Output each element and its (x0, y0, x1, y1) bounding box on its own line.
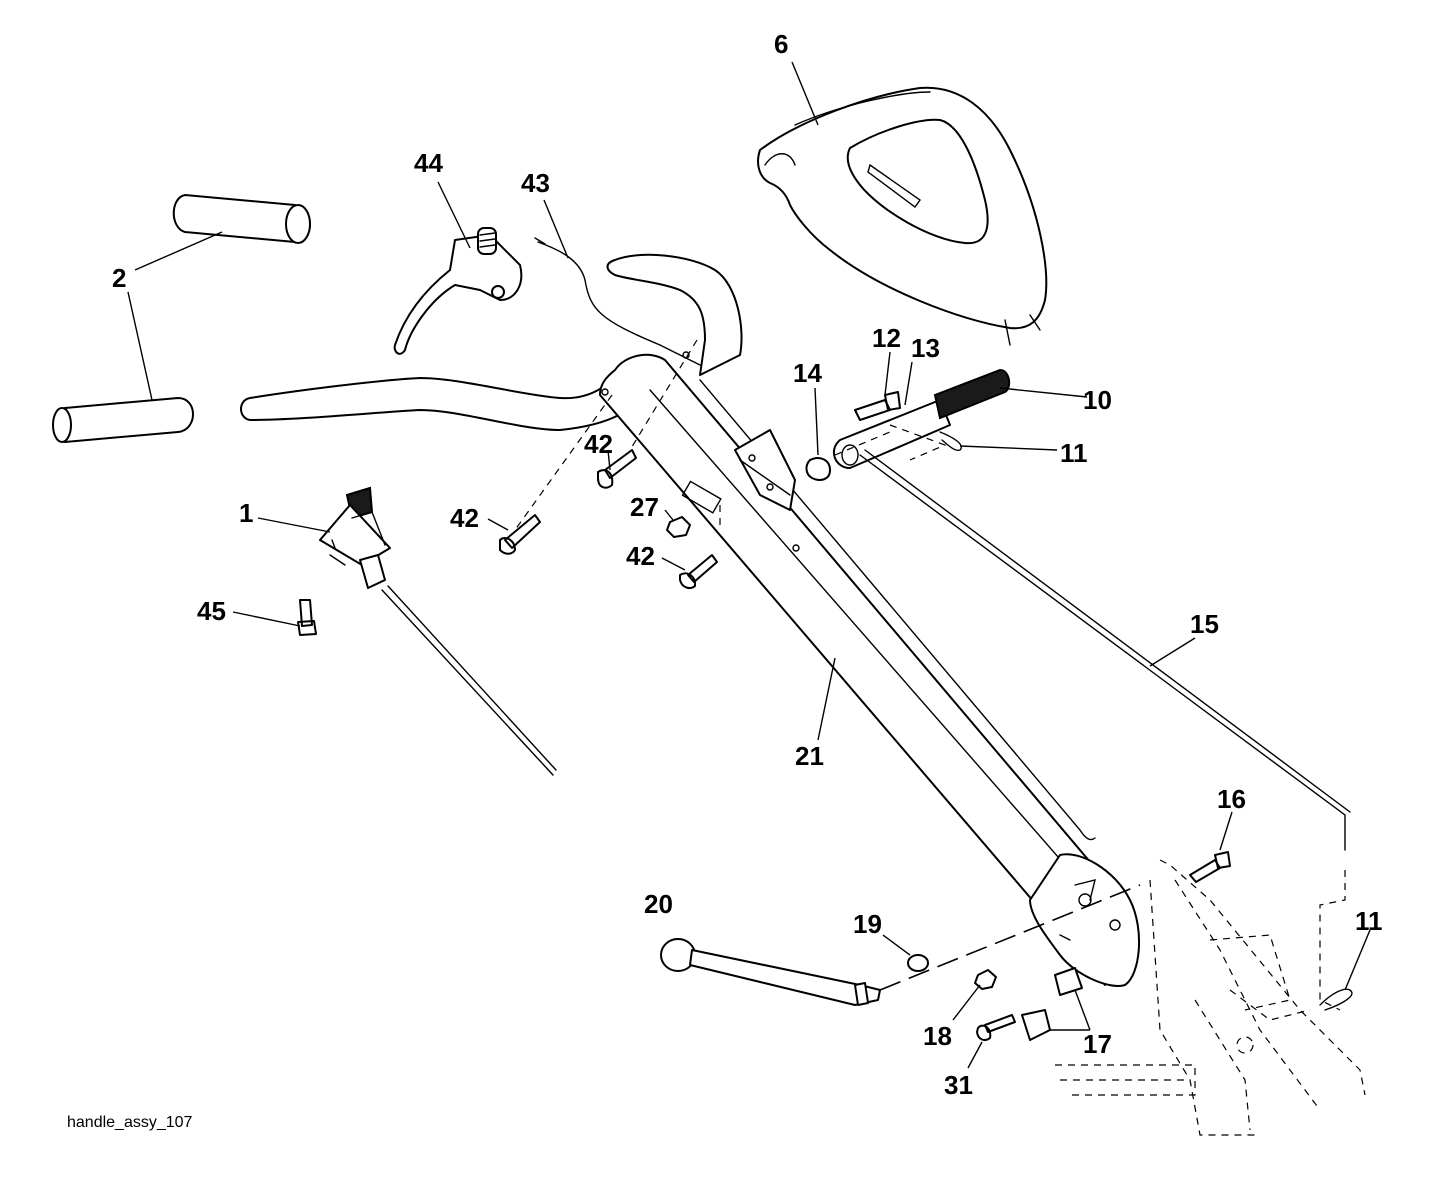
callout-31: 31 (944, 1070, 973, 1100)
bolt-45-part (297, 599, 317, 636)
callout-2: 2 (112, 263, 126, 293)
tiller-frame-reference (1055, 859, 1366, 1136)
callout-45: 45 (197, 596, 226, 626)
throttle-control-part (319, 486, 557, 776)
nut-18-part (974, 969, 997, 990)
handle-grip-left-part (52, 397, 194, 443)
bolt-16-part (1189, 851, 1231, 883)
leader-lines (127, 61, 1371, 1069)
callout-18: 18 (923, 1021, 952, 1051)
callout-17: 17 (1083, 1029, 1112, 1059)
callout-19: 19 (853, 909, 882, 939)
control-lever-part (393, 227, 523, 355)
callout-42-a: 42 (584, 429, 613, 459)
callout-42-c: 42 (626, 541, 655, 571)
bolt-42-a-part (499, 514, 541, 555)
cable-part (534, 237, 701, 366)
callout-13: 13 (911, 333, 940, 363)
hairpin-clip-part (939, 431, 962, 452)
callout-42-b: 42 (450, 503, 479, 533)
wedge-17-b-part (1054, 967, 1083, 996)
callout-11-upper: 11 (1060, 438, 1088, 468)
diagram-caption: handle_assy_107 (67, 1114, 193, 1131)
nut-27-part (666, 516, 691, 538)
washer-19-part (907, 954, 929, 972)
handlebar-tube-part (240, 253, 1141, 987)
callout-21: 21 (795, 741, 824, 771)
callout-15: 15 (1190, 609, 1219, 639)
shift-lever-part (832, 368, 1011, 469)
callout-16: 16 (1217, 784, 1246, 814)
throttle-cable-part (699, 379, 1096, 841)
callout-20: 20 (644, 889, 673, 919)
callout-12: 12 (872, 323, 901, 353)
bolt-42-c-part (679, 554, 718, 589)
callout-1: 1 (239, 498, 253, 528)
handle-grip-top-part (172, 194, 311, 244)
callout-11-lower: 11 (1355, 906, 1383, 936)
callout-14: 14 (793, 358, 822, 388)
shift-rod-part (859, 454, 1346, 851)
bolt-12-part (854, 391, 901, 421)
bolt-31-part (976, 1014, 1016, 1041)
spacer-14-part (805, 457, 831, 481)
callout-10: 10 (1083, 385, 1112, 415)
callout-44: 44 (414, 148, 443, 178)
bolt-42-b-part (597, 449, 637, 489)
wedge-17-a-part (1021, 1009, 1051, 1041)
hairpin-clip-lower-part (1319, 988, 1353, 1011)
console-cover-part (757, 86, 1048, 346)
shift-knob-rod-part (660, 938, 881, 1006)
callout-27: 27 (630, 492, 659, 522)
callout-6: 6 (774, 29, 788, 59)
handle-bracket-part (681, 429, 796, 514)
callout-43: 43 (521, 168, 550, 198)
